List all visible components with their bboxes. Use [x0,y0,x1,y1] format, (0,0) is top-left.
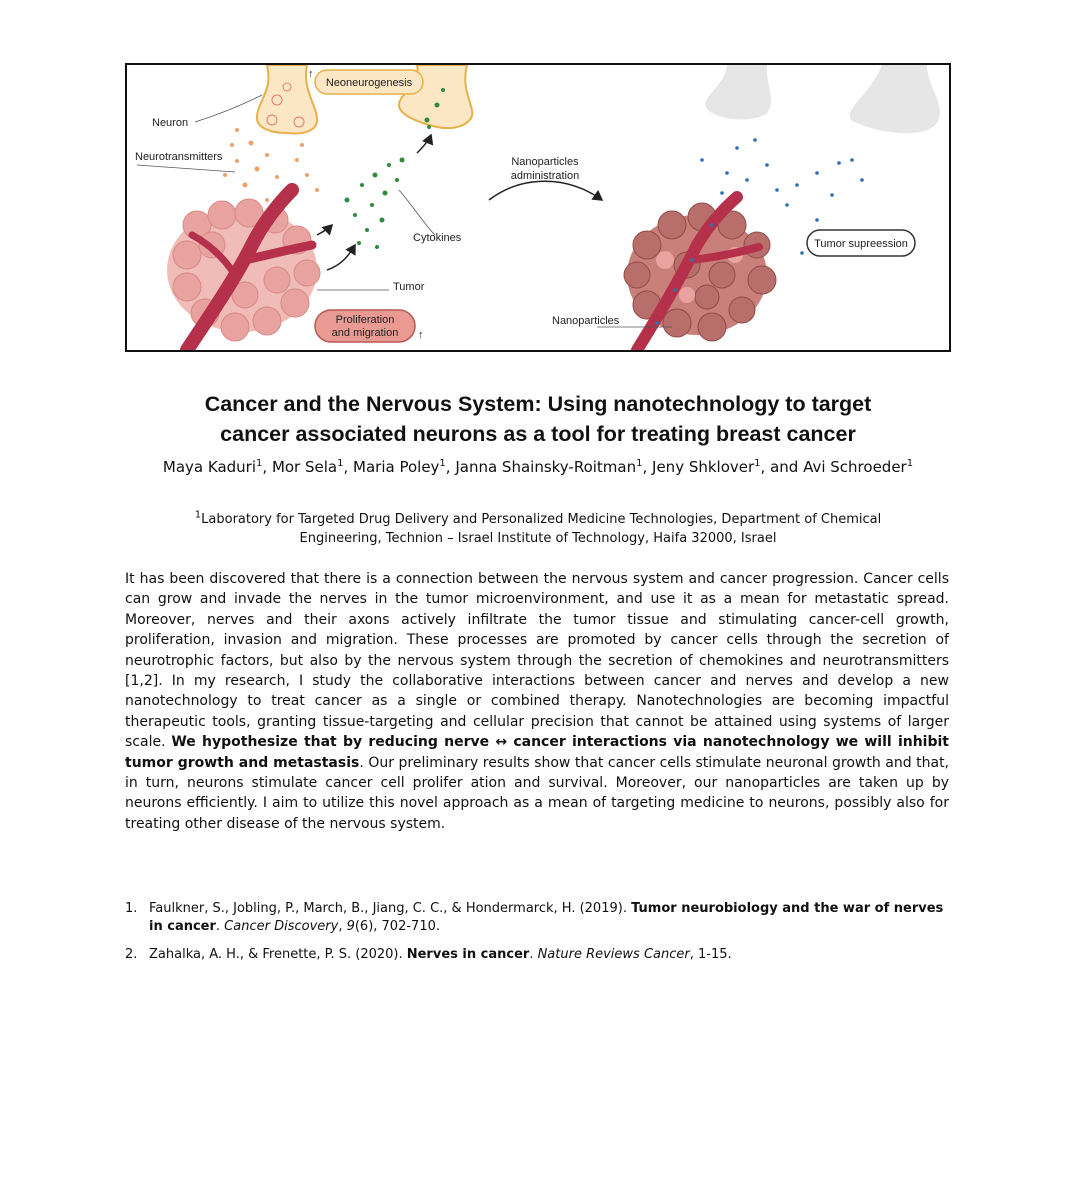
label-neurotransmitters: Neurotransmitters [135,151,223,163]
neuron-grey-icons [705,65,940,134]
reference-item: 1.Faulkner, S., Jobling, P., March, B., … [125,901,944,934]
proliferation-up-arrow: ↑ [418,329,424,341]
abstract-text-1: It has been discovered that there is a c… [125,571,949,751]
label-nanoparticles-admin-2: administration [511,170,579,182]
abstract-text-2: . Our preliminary results show that canc… [125,754,950,832]
neoneurogenesis-badge [314,69,424,95]
author-5: Jeny Shklover [652,458,755,476]
affiliation: 1Laboratory for Targeted Drug Delivery a… [125,510,951,548]
abstract-paragraph: It has been discovered that there is a c… [125,569,949,834]
label-proliferation-1: Proliferation [336,314,395,326]
label-neuron: Neuron [152,117,188,129]
author-3: Maria Poley [353,458,440,476]
tumor-right-icon [623,191,777,350]
neurotransmitter-dots [223,128,319,202]
abstract-hypothesis: We hypothesize that by reducing nerve ↔ … [125,734,949,771]
author-list: Maya Kaduri1, Mor Sela1, Maria Poley1, J… [162,458,914,476]
reference-item: 2.Zahalka, A. H., & Frenette, P. S. (202… [125,947,732,962]
neoneurogenesis-up-arrow: ↑ [308,68,314,80]
author-4: Janna Shainsky-Roitman [455,458,637,476]
label-proliferation-2: and migration [332,327,399,339]
neuron-left-icon [255,65,319,135]
affiliation-line-2: Engineering, Technion – Israel Institute… [299,531,777,546]
proliferation-badge [314,309,416,343]
author-2: Mor Sela [271,458,338,476]
label-neoneurogenesis: Neoneurogenesis [326,77,413,89]
reference-list: 1.Faulkner, S., Jobling, P., March, B., … [125,900,949,974]
title-line-2: cancer associated neurons as a tool for … [220,422,856,446]
schematic-figure: ↑ Neoneurogenesis Neuron Neurotransmitte… [125,63,951,352]
cytokine-dots [344,88,445,249]
paper-title: Cancer and the Nervous System: Using nan… [125,389,951,449]
label-nanoparticles-admin-1: Nanoparticles [511,156,579,168]
label-tumor: Tumor [393,281,425,293]
label-cytokines: Cytokines [413,232,462,244]
tumor-left-icon [167,183,321,350]
label-nanoparticles: Nanoparticles [552,315,620,327]
label-tumor-suppression: Tumor supreession [814,238,908,250]
nanoparticle-dots [700,138,864,255]
figure-illustration: ↑ Neoneurogenesis Neuron Neurotransmitte… [135,65,940,350]
author-6: Avi Schroeder [803,458,907,476]
tumor-suppression-badge [806,229,916,257]
title-line-1: Cancer and the Nervous System: Using nan… [204,392,872,416]
author-1: Maya Kaduri [162,458,257,476]
affiliation-line-1: Laboratory for Targeted Drug Delivery an… [201,512,882,527]
